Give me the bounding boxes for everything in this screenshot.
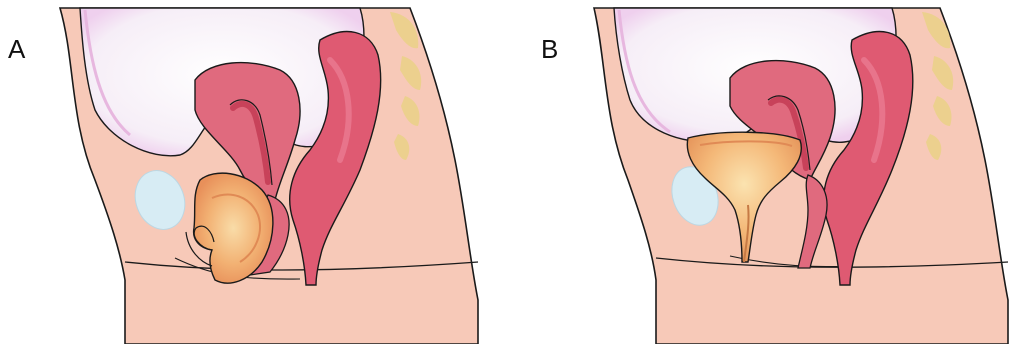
diagram-b-normal bbox=[530, 0, 1019, 344]
diagram-a-cystocele bbox=[0, 0, 500, 344]
